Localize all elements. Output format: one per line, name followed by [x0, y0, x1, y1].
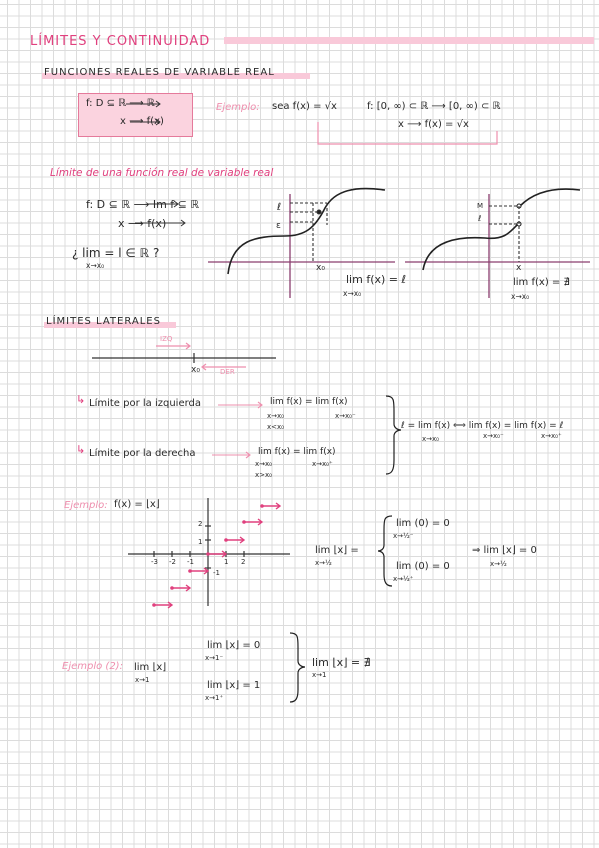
example-domain: f: [0, ∞) ⊂ ℝ ⟶ [0, ∞) ⊂ ℝ [367, 101, 501, 112]
example2-case1-sub: x→½⁻ [393, 532, 414, 540]
example-link-bracket [317, 122, 498, 145]
graph1-caption: lim f(x) = ℓ [346, 273, 407, 286]
example2-case2-sub: x→½⁺ [393, 575, 414, 583]
arrow-icon [212, 401, 263, 459]
lateral-number-line [92, 342, 276, 371]
graph1-eps-label: ε [276, 221, 281, 231]
left-limit-arrow-glyph: ↳ [76, 393, 86, 406]
example3-case2-sub: x→1⁺ [205, 694, 224, 702]
example2-brace [377, 515, 393, 587]
lateral-conclusion-sub2: x→x₀⁻ [483, 432, 504, 440]
graph1-l-label: ℓ [277, 202, 282, 213]
tick-x-2: 2 [241, 558, 246, 566]
right-limit-sub2: x>x₀ [255, 471, 272, 479]
right-limit-text: Límite por la derecha [89, 448, 196, 459]
example3-limit: lim ⌊x⌋ [134, 662, 167, 673]
example2-function: f(x) = ⌊x⌋ [114, 499, 160, 510]
example2-limit-lhs-sub: x→½ [315, 559, 332, 567]
limit-map-line1: f: D ⊆ ℝ ⟶ Im f ⊆ ℝ [86, 198, 200, 211]
example-label: Ejemplo: [216, 102, 260, 113]
graph1-limit-exists [208, 187, 395, 298]
left-limit-formula: lim f(x) = lim f(x) [270, 397, 348, 407]
graph2-caption-sub: x→x₀ [511, 292, 530, 301]
arrow-icon [126, 100, 186, 227]
example2-result-sub: x→½ [490, 560, 507, 568]
heading-highlight [42, 73, 310, 79]
example-text: sea f(x) = √x [272, 101, 337, 112]
lateral-conclusion: ℓ = lim f(x) ⟺ lim f(x) = lim f(x) = ℓ [401, 421, 564, 431]
tick-x-1: 1 [224, 558, 229, 566]
left-limit-text: Límite por la izquierda [89, 398, 202, 409]
page-title: LÍMITES Y CONTINUIDAD [30, 34, 211, 49]
graph2-m-label: M [477, 202, 484, 210]
example3-case1-sub: x→1⁻ [205, 654, 224, 662]
number-line-x0: x₀ [191, 365, 200, 375]
tick-x-neg1: -1 [187, 558, 194, 566]
example2-result: ⇒ lim ⌊x⌋ = 0 [472, 545, 537, 556]
left-limit-sub3: x→x₀⁻ [335, 412, 356, 420]
title-underline-highlight [224, 37, 594, 44]
graph2-caption: lim f(x) = ∄ [513, 277, 570, 288]
floor-function-graph [128, 498, 290, 609]
tick-y-1: 1 [198, 538, 203, 546]
right-limit-sub3: x→x₀⁺ [312, 460, 333, 468]
section1-heading: FUNCIONES REALES DE VARIABLE REAL [44, 67, 275, 78]
example3-label: Ejemplo (2): [62, 661, 123, 672]
graph2-l-label: ℓ [478, 214, 482, 223]
tick-y-2: 2 [198, 520, 203, 528]
function-definition-box [78, 93, 193, 137]
section3-heading: LÍMITES LATERALES [46, 316, 161, 327]
section2-heading: Límite de una función real de variable r… [50, 167, 274, 179]
example3-limit-sub: x→1 [135, 676, 150, 684]
example3-case1: lim ⌊x⌋ = 0 [207, 640, 261, 651]
lateral-conclusion-sub3: x→x₀⁺ [541, 432, 562, 440]
graph2-x-label: x [516, 263, 522, 273]
example2-limit-lhs: lim ⌊x⌋ = [315, 545, 359, 556]
limit-question: ¿ lim = l ∈ ℝ ? [72, 246, 160, 260]
left-limit-sub1: x→x₀ [267, 412, 284, 420]
left-limit-sub2: x<x₀ [267, 423, 284, 431]
example-map: x ⟶ f(x) = √x [398, 119, 469, 130]
der-label: DER [220, 368, 235, 376]
example3-case2: lim ⌊x⌋ = 1 [207, 680, 261, 691]
tick-x-neg2: -2 [169, 558, 176, 566]
heading-highlight [44, 322, 176, 328]
example3-result: lim ⌊x⌋ = ∄ [312, 656, 371, 669]
tick-y-neg1: -1 [213, 569, 220, 577]
limit-question-sub: x→x₀ [86, 261, 105, 270]
graph2-limit-not-exists [405, 188, 590, 298]
izq-label: IZQ [160, 335, 173, 343]
example3-result-sub: x→1 [312, 671, 327, 679]
lateral-brace [385, 395, 402, 475]
example2-case1: lim (0) = 0 [396, 518, 450, 529]
box-line1: f: D ⊆ ℝ ⟶ ℝ [86, 98, 155, 109]
graph1-caption-sub: x→x₀ [343, 289, 362, 298]
right-limit-arrow-glyph: ↳ [76, 443, 86, 456]
right-limit-formula: lim f(x) = lim f(x) [258, 447, 336, 457]
tick-x-neg3: -3 [151, 558, 158, 566]
example2-label: Ejemplo: [64, 500, 108, 511]
right-limit-sub1: x→x₀ [255, 460, 272, 468]
lateral-conclusion-sub1: x→x₀ [422, 435, 439, 443]
graph1-x0-label: x₀ [316, 263, 325, 273]
example2-case2: lim (0) = 0 [396, 561, 450, 572]
example3-brace [289, 632, 306, 703]
